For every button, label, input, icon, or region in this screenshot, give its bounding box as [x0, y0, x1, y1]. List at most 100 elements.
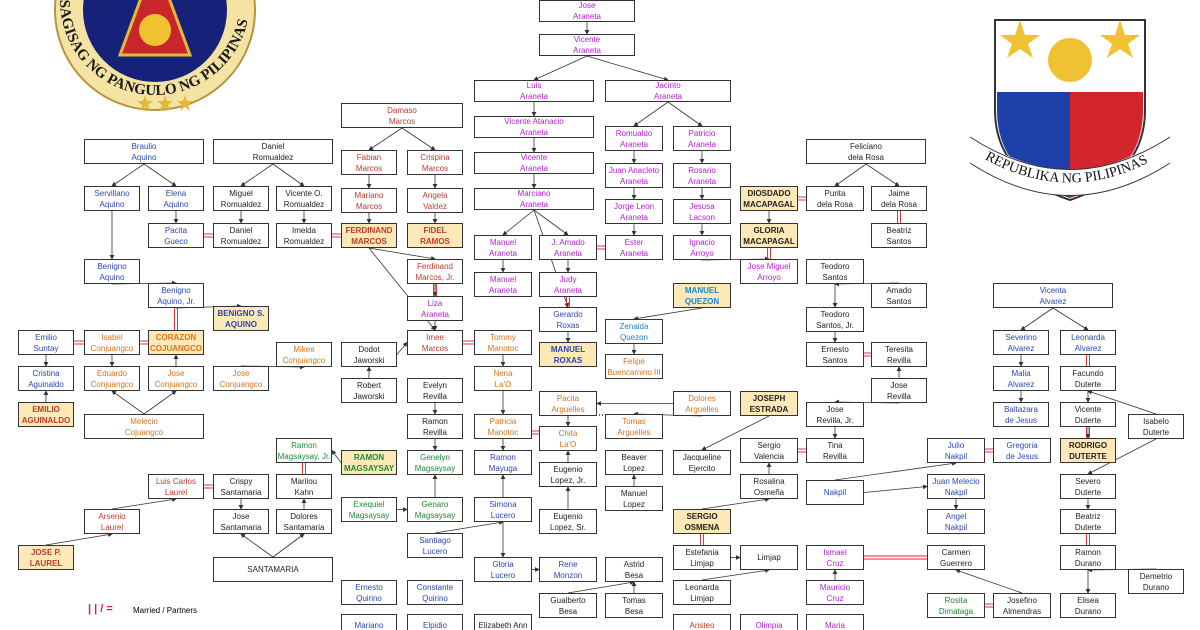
parent-child-link	[45, 532, 113, 546]
person-name-line: Estefania	[685, 547, 719, 557]
person-mariano-quirino: Mariano	[341, 614, 397, 630]
person-name-line: Araneta	[519, 164, 549, 173]
parent-child-link	[865, 163, 900, 187]
person-name-line: Beatriz	[886, 225, 912, 235]
person-name-line: Lucero	[490, 510, 516, 520]
person-name-line: Pacita	[164, 225, 188, 235]
person-name-line: RAMON	[353, 452, 385, 462]
person-name-line: Lucero	[490, 570, 516, 580]
person-name-line: Jose	[167, 368, 185, 378]
person-name-line: Gerardo	[553, 309, 583, 319]
person-name-line: Duterte	[1074, 415, 1102, 425]
person-name-line: ESTRADA	[749, 404, 789, 414]
person-nakpil: Nakpil	[806, 480, 864, 505]
person-name-line: Daniel	[229, 225, 253, 235]
parent-child-link	[401, 127, 436, 151]
person-name-line: Elena	[165, 188, 187, 198]
person-name-line: AQUINO	[225, 319, 257, 329]
person-name-line: dela Rosa	[880, 199, 918, 209]
parent-child-link	[502, 209, 535, 236]
person-name-line: Limjap	[757, 553, 781, 562]
person-name-line: Besa	[558, 606, 578, 616]
person-name-line: CORAZON	[155, 332, 197, 342]
person-name-line: Gregoria	[1006, 440, 1038, 450]
person-name-line: Ejercito	[688, 463, 716, 473]
person-name-line: Nakpil	[823, 488, 847, 497]
person-name-line: Santamaria	[283, 522, 325, 532]
person-name-line: Arguelles	[617, 427, 651, 437]
person-name-line: Vicente	[573, 35, 601, 44]
person-limjap: Limjap	[740, 545, 798, 570]
person-name-line: Eugenio	[553, 511, 583, 521]
person-name-line: Rosita	[944, 595, 968, 605]
person-name-line: Malia	[1011, 368, 1031, 378]
person-name-line: Jose	[890, 380, 908, 390]
parent-child-link	[1052, 307, 1089, 331]
person-name-line: DIOSDADO	[747, 188, 791, 198]
person-name-line: Aquino, Jr.	[157, 296, 195, 306]
person-name-line: Duterte	[1074, 379, 1102, 389]
person-name-line: Osmeña	[753, 487, 785, 497]
person-name-line: Jose	[232, 511, 250, 521]
person-name-line: Araneta	[653, 92, 683, 101]
person-name-line: Duterte	[1074, 487, 1102, 497]
person-name-line: Durano	[1074, 558, 1102, 568]
parent-child-link	[1020, 307, 1054, 331]
person-name-line: Nena	[493, 368, 513, 378]
parent-child-link	[368, 247, 436, 261]
person-name-line: MANUEL	[684, 285, 720, 295]
person-name-line: MARCOS	[351, 236, 387, 246]
parent-child-link	[111, 390, 145, 415]
person-name-line: Zenaida	[619, 321, 649, 331]
person-vicente-romualdez: Vicente O.Romualdez	[276, 186, 332, 211]
person-name-line: Arguelles	[685, 404, 719, 414]
parent-child-link	[567, 580, 635, 594]
person-name-line: Melecio	[130, 416, 158, 426]
person-name-line: Santos	[886, 296, 912, 306]
person-name-line: Suntay	[33, 343, 59, 353]
person-name-line: Cristina	[32, 368, 60, 378]
person-name-line: Duterte	[1074, 522, 1102, 532]
person-name-line: Aquino	[99, 199, 125, 209]
person-name-line: dela Rosa	[816, 199, 854, 209]
person-name-line: COJUANGCO	[150, 343, 203, 353]
person-name-line: Baltazara	[1004, 404, 1038, 414]
person-name-line: Robert	[356, 380, 381, 390]
person-name-line: Daniel	[261, 141, 285, 151]
person-name-line: Araneta	[519, 128, 549, 137]
person-name-line: Revilla	[422, 427, 447, 437]
parent-child-link	[701, 568, 770, 581]
person-name-line: Santiago	[419, 535, 451, 545]
person-name-line: Rosario	[688, 165, 716, 175]
person-name-line: MAGSAYSAY	[343, 463, 395, 473]
person-benigno-s-aquino: BENIGNO S.AQUINO	[213, 306, 269, 331]
person-name-line: Nakpil	[944, 522, 968, 532]
person-name-line: Dolores	[688, 393, 716, 403]
person-name-line: Durano	[1142, 582, 1170, 592]
